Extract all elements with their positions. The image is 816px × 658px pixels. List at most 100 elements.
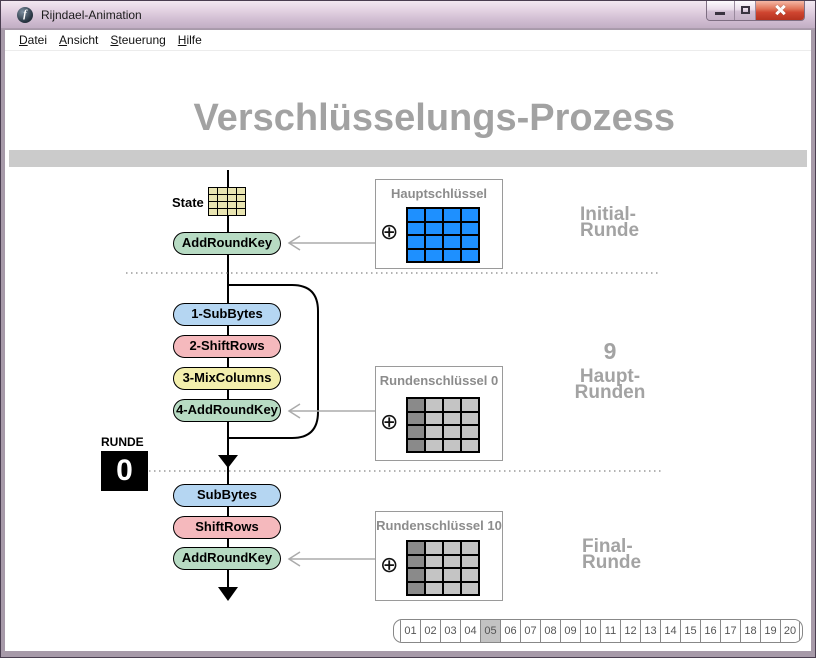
- grid-cell: [236, 195, 245, 201]
- menu-datei-accel: D: [19, 33, 28, 47]
- page-cell-03[interactable]: 03: [440, 620, 460, 642]
- grid-cell: [462, 236, 478, 248]
- page-cell-19[interactable]: 19: [760, 620, 780, 642]
- main-key-grid: [406, 207, 480, 263]
- grid-cell: [444, 426, 460, 438]
- grid-cell: [462, 249, 478, 261]
- page-cell-16[interactable]: 16: [700, 620, 720, 642]
- grid-cell: [227, 195, 236, 201]
- minimize-icon: [715, 12, 725, 15]
- step-subbytes-final: SubBytes: [173, 484, 281, 507]
- key-box-title: Rundenschlüssel 0: [379, 373, 499, 388]
- page-cell-11[interactable]: 11: [600, 620, 620, 642]
- page-cell-05[interactable]: 05: [480, 620, 500, 642]
- label-final-runde: Final- Runde: [582, 536, 641, 572]
- page-cell-01[interactable]: 01: [400, 620, 420, 642]
- label-line: Haupt-: [579, 366, 641, 387]
- page-cell-18[interactable]: 18: [740, 620, 760, 642]
- page-cell-20[interactable]: 20: [780, 620, 800, 642]
- label-haupt-runden: 9 Haupt- Runden: [567, 339, 653, 403]
- page-cell-10[interactable]: 10: [580, 620, 600, 642]
- step-subbytes-main: 1-SubBytes: [173, 303, 281, 326]
- round-key-grid-0: [406, 397, 480, 453]
- grid-cell: [426, 426, 442, 438]
- titlebar[interactable]: f Rijndael-Animation: [1, 1, 815, 29]
- grid-cell: [462, 582, 478, 594]
- close-button[interactable]: [756, 1, 804, 20]
- grid-cell: [408, 222, 424, 234]
- page-title: Verschlüsselungs-Prozess: [193, 97, 675, 139]
- round-counter-label: RUNDE: [101, 435, 144, 449]
- page-cell-14[interactable]: 14: [660, 620, 680, 642]
- grid-cell: [462, 426, 478, 438]
- page-cell-09[interactable]: 09: [560, 620, 580, 642]
- window-title: Rijndael-Animation: [41, 8, 142, 22]
- key-box-hauptschluessel: Hauptschlüssel ⊕: [375, 179, 503, 269]
- grid-cell: [462, 412, 478, 424]
- page-cell-12[interactable]: 12: [620, 620, 640, 642]
- app-icon[interactable]: f: [17, 7, 33, 23]
- grid-cell: [408, 542, 424, 554]
- grid-cell: [408, 236, 424, 248]
- xor-icon: ⊕: [380, 409, 399, 434]
- label-line: Runden: [574, 382, 646, 403]
- menu-hilfe-rest: ilfe: [186, 33, 202, 47]
- page-cell-06[interactable]: 06: [500, 620, 520, 642]
- grid-cell: [426, 412, 442, 424]
- grid-cell: [236, 188, 245, 194]
- menu-datei[interactable]: Datei: [13, 33, 53, 47]
- grid-cell: [227, 202, 236, 208]
- grid-cell: [462, 569, 478, 581]
- grid-cell: [462, 542, 478, 554]
- page-cell-08[interactable]: 08: [540, 620, 560, 642]
- grid-cell: [462, 555, 478, 567]
- grid-cell: [218, 195, 227, 201]
- window-controls: [706, 1, 805, 21]
- menu-steuerung-rest: teuerung: [118, 33, 166, 47]
- xor-icon: ⊕: [380, 219, 399, 244]
- menubar: Datei Ansicht Steuerung Hilfe: [5, 30, 811, 51]
- label-initial-runde: Initial- Runde: [580, 204, 639, 240]
- menu-datei-rest: atei: [27, 33, 48, 47]
- grid-cell: [444, 236, 460, 248]
- xor-icon: ⊕: [380, 552, 399, 577]
- key-box-title: Hauptschlüssel: [390, 186, 488, 201]
- grid-cell: [408, 439, 424, 451]
- grid-cell: [408, 209, 424, 221]
- page-cell-15[interactable]: 15: [680, 620, 700, 642]
- step-addroundkey-initial: AddRoundKey: [173, 232, 281, 255]
- grid-cell: [426, 582, 442, 594]
- grid-cell: [462, 439, 478, 451]
- page-cell-02[interactable]: 02: [420, 620, 440, 642]
- label-line: Final-: [582, 536, 633, 557]
- grid-cell: [209, 195, 218, 201]
- grid-cell: [426, 542, 442, 554]
- menu-hilfe[interactable]: Hilfe: [172, 33, 208, 47]
- state-grid-icon: [208, 187, 246, 216]
- menu-steuerung[interactable]: Steuerung: [104, 33, 171, 47]
- maximize-icon: [741, 6, 750, 14]
- minimize-button[interactable]: [707, 1, 734, 20]
- grid-cell: [408, 426, 424, 438]
- page-cell-17[interactable]: 17: [720, 620, 740, 642]
- grid-cell: [426, 439, 442, 451]
- grid-cell: [209, 202, 218, 208]
- key-box-rundenschluessel-10: Rundenschlüssel 10 ⊕: [375, 511, 503, 601]
- grid-cell: [426, 209, 442, 221]
- grid-cell: [426, 236, 442, 248]
- grid-cell: [444, 439, 460, 451]
- page-cell-04[interactable]: 04: [460, 620, 480, 642]
- grid-cell: [426, 399, 442, 411]
- maximize-button[interactable]: [734, 1, 756, 20]
- grid-cell: [426, 569, 442, 581]
- key-box-rundenschluessel-0: Rundenschlüssel 0 ⊕: [375, 366, 503, 461]
- grid-cell: [444, 249, 460, 261]
- round-counter-value: 0: [101, 451, 148, 491]
- page-cell-13[interactable]: 13: [640, 620, 660, 642]
- menu-ansicht[interactable]: Ansicht: [53, 33, 104, 47]
- label-line: Initial-: [580, 204, 636, 225]
- page-cell-07[interactable]: 07: [520, 620, 540, 642]
- round-key-grid-10: [406, 540, 480, 596]
